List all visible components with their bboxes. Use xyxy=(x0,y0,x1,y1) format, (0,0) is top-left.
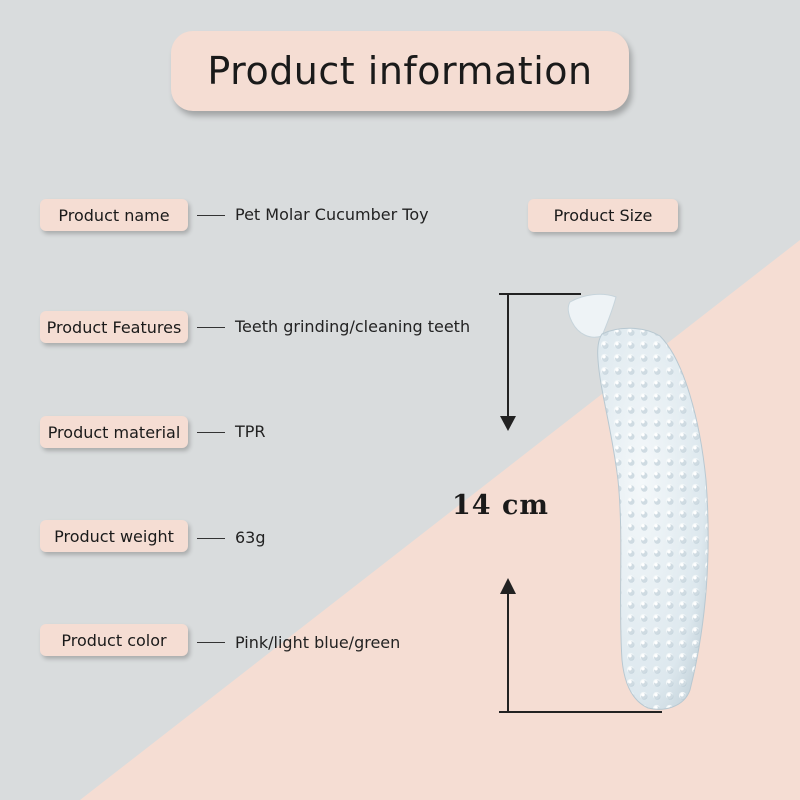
up-arrow-head xyxy=(500,578,516,594)
connector-dash xyxy=(197,538,225,539)
toy-icon xyxy=(567,293,709,710)
connector-dash xyxy=(197,327,225,328)
product-weight-value: 63g xyxy=(235,528,266,547)
product-color-label: Product color xyxy=(40,624,188,656)
connector-dash xyxy=(197,432,225,433)
product-name-value: Pet Molar Cucumber Toy xyxy=(235,205,429,224)
product-color-value: Pink/light blue/green xyxy=(235,633,401,652)
product-material-value: TPR xyxy=(235,422,266,441)
connector-dash xyxy=(197,642,225,643)
product-name-label: Product name xyxy=(40,199,188,231)
dimension-arrows xyxy=(499,293,662,713)
product-material-label: Product material xyxy=(40,416,188,448)
connector-dash xyxy=(197,215,225,216)
page-title: Product information xyxy=(171,31,629,111)
down-arrow-head xyxy=(500,416,516,431)
product-size-label: Product Size xyxy=(528,199,678,232)
product-features-label: Product Features xyxy=(40,311,188,343)
product-weight-label: Product weight xyxy=(40,520,188,552)
product-features-value: Teeth grinding/cleaning teeth xyxy=(235,317,471,336)
dimension-label: 14 cm xyxy=(452,490,549,521)
